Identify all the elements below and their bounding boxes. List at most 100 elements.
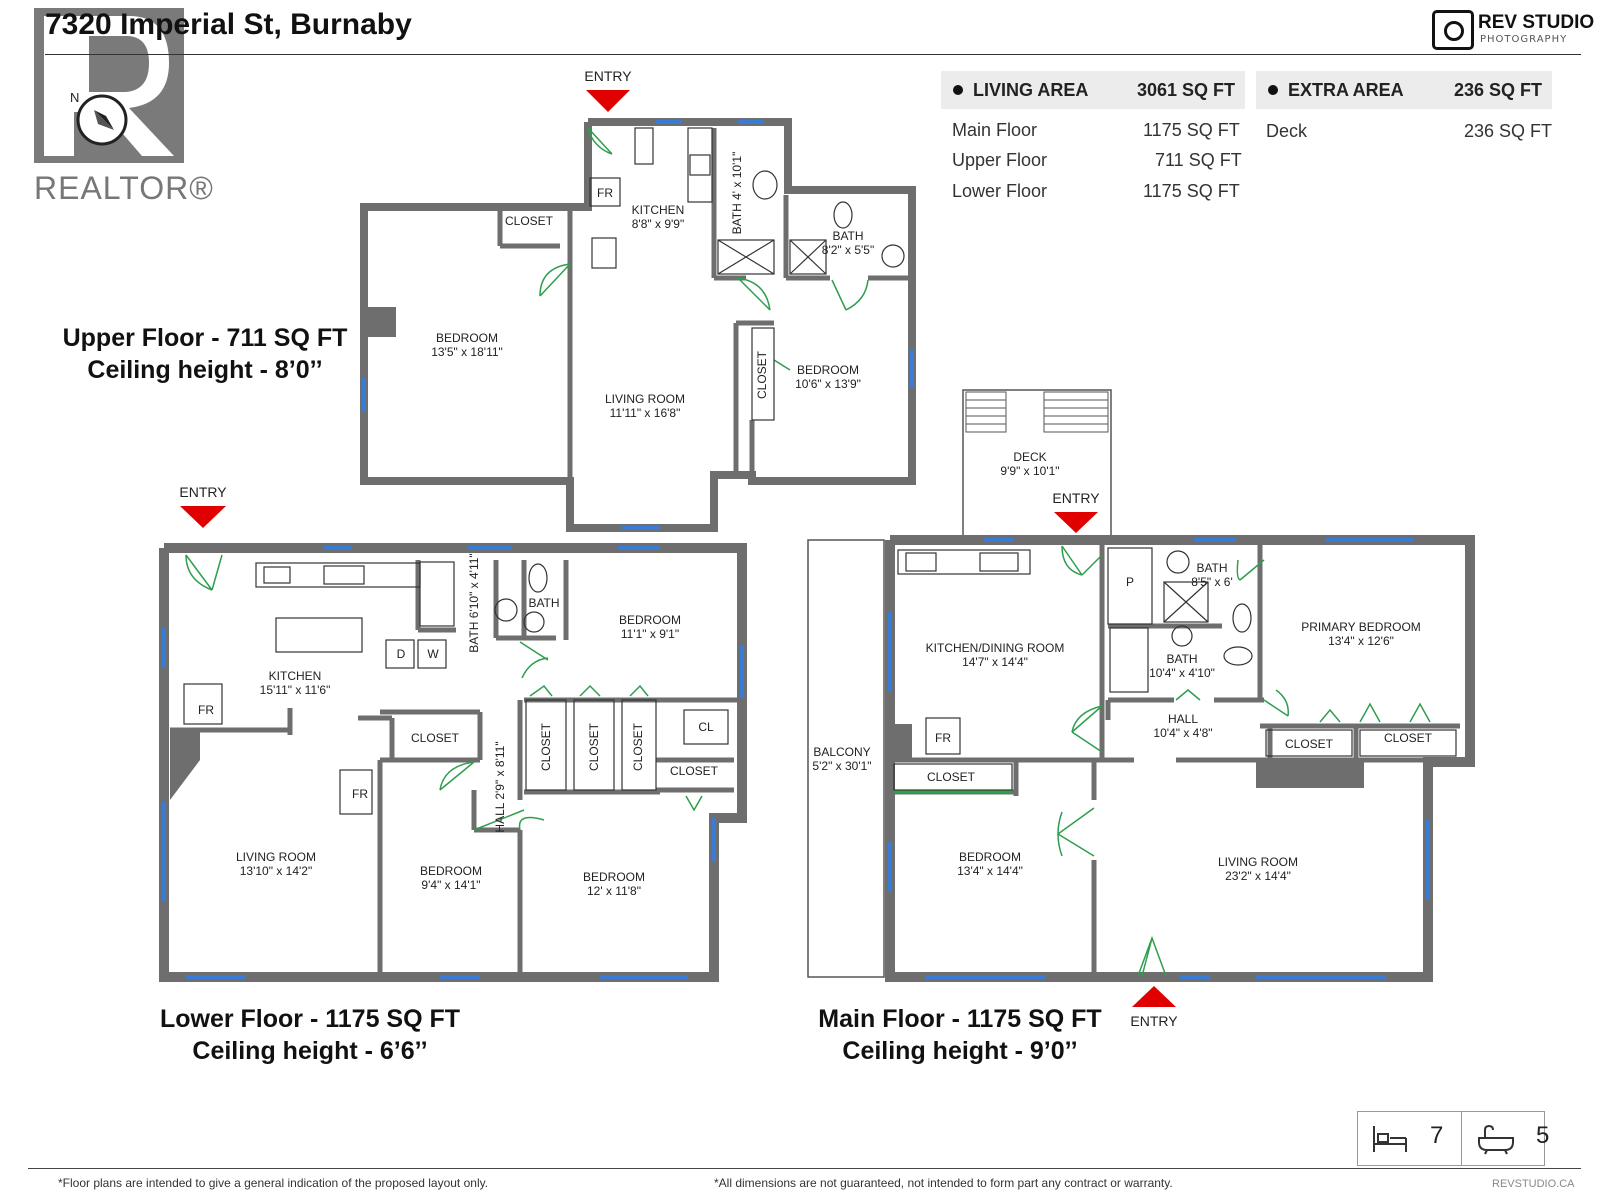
washer bbox=[417, 639, 447, 669]
stairs bbox=[1043, 391, 1109, 433]
pantry bbox=[1107, 547, 1153, 625]
closet-box bbox=[573, 699, 615, 791]
dryer bbox=[385, 639, 415, 669]
closet-box bbox=[1265, 729, 1353, 757]
entry-arrow-icon bbox=[1054, 512, 1098, 533]
room-label: CLOSET bbox=[926, 770, 976, 784]
lower-entry-label: ENTRY bbox=[179, 484, 227, 500]
kitchen-sink bbox=[323, 565, 365, 585]
bathtub bbox=[419, 561, 455, 627]
room-count-box bbox=[1357, 1111, 1545, 1166]
compass-icon: N bbox=[70, 90, 128, 146]
lower-floor-area: Lower Floor - 1175 SQ FT bbox=[159, 1005, 461, 1033]
room-label: CLOSET bbox=[1383, 731, 1433, 745]
wall-block bbox=[1256, 762, 1364, 788]
lower-floor-ceiling: Ceiling height - 6’6’’ bbox=[192, 1037, 428, 1065]
door bbox=[1236, 559, 1265, 581]
brand-name: REV STUDIO bbox=[1478, 12, 1595, 33]
room-label: BATH bbox=[528, 596, 560, 610]
living-row-value: 711 SQ FT bbox=[1155, 150, 1242, 170]
realtor-logo bbox=[34, 8, 184, 163]
main-entry-top-label: ENTRY bbox=[1052, 490, 1100, 506]
door bbox=[773, 359, 791, 371]
door bbox=[587, 127, 613, 155]
room-label: CLOSET bbox=[1284, 737, 1334, 751]
balcony-outline bbox=[807, 539, 885, 978]
living-row-name: Lower Floor bbox=[952, 181, 1048, 201]
kitchen-sink bbox=[689, 154, 711, 176]
closet-box bbox=[525, 699, 567, 791]
main-floor-area: Main Floor - 1175 SQ FT bbox=[818, 1005, 1102, 1033]
brand-subtitle: PHOTOGRAPHY bbox=[1480, 34, 1568, 45]
upper-floor-ceiling: Ceiling height - 8’0’’ bbox=[87, 356, 323, 384]
extra-row-name: Deck bbox=[1266, 121, 1308, 141]
door bbox=[529, 684, 649, 697]
kitchen-counter bbox=[897, 549, 1031, 575]
bed-icon bbox=[1373, 1126, 1407, 1152]
room-label: CL bbox=[698, 720, 714, 734]
extra-area-value: 236 SQ FT bbox=[1453, 80, 1542, 100]
room-label: CLOSET bbox=[504, 214, 554, 228]
chimney bbox=[170, 730, 200, 800]
toilet bbox=[1232, 603, 1252, 633]
room-label: P bbox=[1125, 575, 1135, 589]
door bbox=[1071, 705, 1103, 753]
main-entry-bottom-label: ENTRY bbox=[1130, 1013, 1178, 1029]
closet-box bbox=[1359, 729, 1457, 757]
upper-floor-caption: Upper Floor - 711 SQ FT Ceiling height -… bbox=[40, 322, 370, 386]
fridge bbox=[183, 683, 223, 725]
room-label: CLOSET bbox=[669, 764, 719, 778]
toilet bbox=[833, 201, 853, 229]
door bbox=[439, 761, 475, 791]
toilet bbox=[528, 563, 548, 593]
fridge bbox=[339, 769, 373, 815]
upper-outer-wall bbox=[360, 118, 916, 532]
main-floor-caption: Main Floor - 1175 SQ FT Ceiling height -… bbox=[790, 1003, 1130, 1067]
fridge bbox=[589, 177, 621, 207]
living-area-value: 3061 SQ FT bbox=[1136, 80, 1235, 100]
compass-label: N bbox=[70, 90, 79, 105]
main-floor-ceiling: Ceiling height - 9’0’’ bbox=[842, 1037, 1078, 1065]
realtor-wordmark: REALTOR® bbox=[34, 170, 214, 206]
chimney bbox=[368, 307, 396, 337]
bullet-icon bbox=[1268, 85, 1278, 95]
fridge bbox=[925, 717, 961, 755]
stove bbox=[905, 552, 937, 572]
footer-disclaimer-right: *All dimensions are not guaranteed, not … bbox=[714, 1176, 1173, 1190]
footer-disclaimer-left: *Floor plans are intended to give a gene… bbox=[58, 1176, 489, 1190]
living-area-label: LIVING AREA bbox=[973, 80, 1089, 100]
door bbox=[1263, 689, 1289, 717]
counter bbox=[687, 127, 713, 203]
shower bbox=[1163, 581, 1209, 623]
door bbox=[539, 263, 571, 297]
upper-floor-area: Upper Floor - 711 SQ FT bbox=[62, 324, 348, 352]
door bbox=[1061, 545, 1103, 576]
toilet bbox=[1223, 646, 1253, 666]
living-row-name: Main Floor bbox=[952, 120, 1038, 140]
door bbox=[473, 809, 545, 831]
closet-box bbox=[751, 327, 775, 421]
footer-site: REVSTUDIO.CA bbox=[1492, 1178, 1575, 1190]
bullet-icon bbox=[953, 85, 963, 95]
shower bbox=[717, 239, 775, 275]
extra-area-header: EXTRA AREA 236 SQ FT bbox=[1256, 71, 1552, 109]
entry-arrow-icon bbox=[1132, 986, 1176, 1007]
